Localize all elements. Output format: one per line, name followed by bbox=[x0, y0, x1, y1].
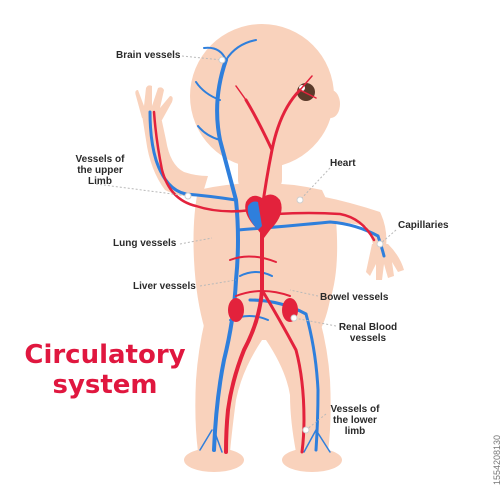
label-upper-limb-line2: the upper bbox=[77, 165, 123, 176]
stock-id-watermark: 1554208130 bbox=[482, 285, 500, 485]
label-lower-limb-line2: the lower bbox=[333, 415, 377, 426]
artery-network bbox=[152, 75, 376, 454]
label-bowel-vessels: Bowel vessels bbox=[320, 292, 389, 303]
label-lung-vessels: Lung vessels bbox=[113, 238, 177, 249]
label-brain-vessels: Brain vessels bbox=[116, 50, 181, 61]
label-lower-limb-line3: limb bbox=[344, 426, 366, 437]
leader-lines bbox=[95, 55, 397, 431]
stock-id-text: 1554208130 bbox=[492, 434, 500, 485]
heart-organ bbox=[245, 194, 282, 238]
label-liver-vessels: Liver vessels bbox=[133, 281, 196, 292]
label-renal-line1: Renal Blood bbox=[338, 322, 398, 333]
label-upper-limb-vessels: Vessels of the upper Limb bbox=[60, 154, 140, 187]
label-heart: Heart bbox=[330, 158, 356, 169]
label-lower-limb-line1: Vessels of bbox=[330, 404, 380, 415]
label-renal-line2: vessels bbox=[349, 333, 387, 344]
label-capillaries: Capillaries bbox=[398, 220, 449, 231]
diagram-title: Circulatory system bbox=[20, 340, 190, 400]
diagram-title-line1: Circulatory bbox=[24, 340, 186, 370]
label-upper-limb-line3: Limb bbox=[88, 176, 112, 187]
diagram-title-line2: system bbox=[52, 370, 158, 400]
kidney-left bbox=[228, 298, 244, 322]
label-upper-limb-line1: Vessels of bbox=[75, 154, 125, 165]
label-renal-blood-vessels: Renal Blood vessels bbox=[330, 322, 406, 344]
label-lower-limb-vessels: Vessels of the lower limb bbox=[320, 404, 390, 437]
leader-dots bbox=[184, 56, 384, 434]
